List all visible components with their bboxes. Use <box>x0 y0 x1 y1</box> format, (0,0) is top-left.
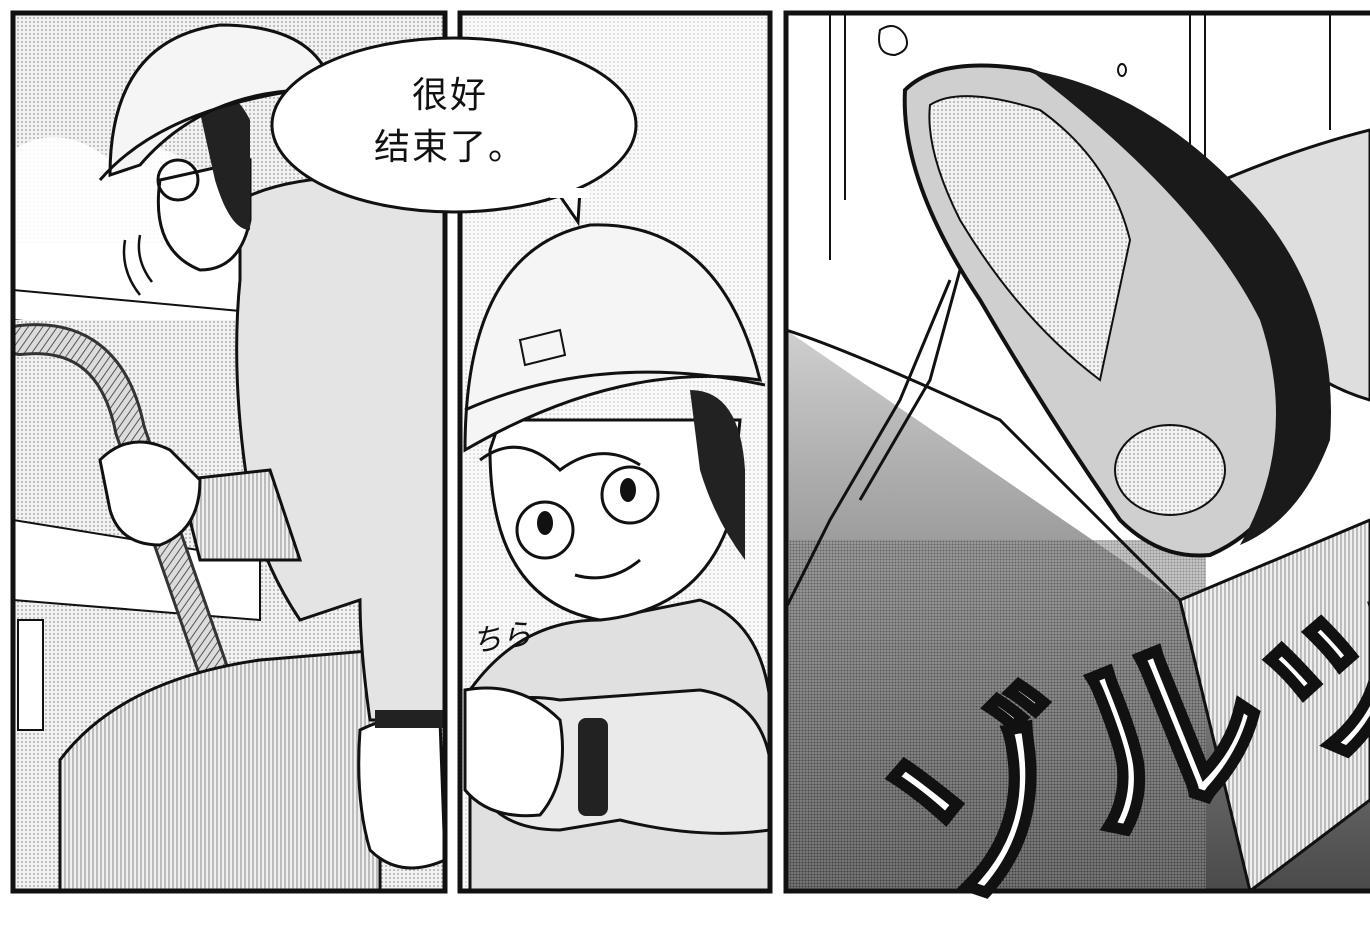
eye-left <box>537 511 553 535</box>
wristwatch <box>375 710 445 728</box>
speech-line-1: 很好 <box>411 75 488 116</box>
panel-3-border <box>783 10 1370 894</box>
panel-3 <box>786 13 1370 891</box>
hand-with-watch <box>357 715 445 870</box>
sfx-glance: ちら <box>470 617 534 660</box>
hand <box>463 686 564 818</box>
speech-line-2: 结束了。 <box>373 127 526 168</box>
sleeve-cuff <box>178 468 303 562</box>
motion-lines <box>122 234 153 296</box>
wristwatch <box>578 718 608 816</box>
hard-hat <box>108 23 332 178</box>
glasses <box>156 158 200 202</box>
vehicle-light <box>17 619 44 731</box>
hard-hat <box>463 223 762 453</box>
hair <box>195 88 250 230</box>
hair <box>690 390 745 560</box>
speech-bubble <box>270 36 638 227</box>
heel-tread <box>1114 424 1226 516</box>
glasses-left <box>515 500 575 560</box>
helmet-badge <box>518 328 567 367</box>
svg-text:ちら: ちら <box>470 617 534 660</box>
sole-tread <box>928 95 1132 382</box>
hand <box>98 440 202 547</box>
trousers <box>58 648 382 891</box>
glasses-right <box>600 465 660 525</box>
cloud <box>13 137 200 260</box>
speed-lines <box>829 13 1331 260</box>
panel-1-border <box>10 10 448 894</box>
panel-2-border <box>457 10 773 894</box>
smile <box>574 558 641 580</box>
speech-bubble-text: 很好 结束了。 <box>300 70 600 174</box>
dust <box>878 25 908 57</box>
concrete-block-top <box>1178 518 1370 891</box>
impact-lines <box>786 269 962 612</box>
speech-bubble-body <box>270 36 638 214</box>
boot-upper <box>1030 70 1331 545</box>
eye-right <box>620 478 636 502</box>
